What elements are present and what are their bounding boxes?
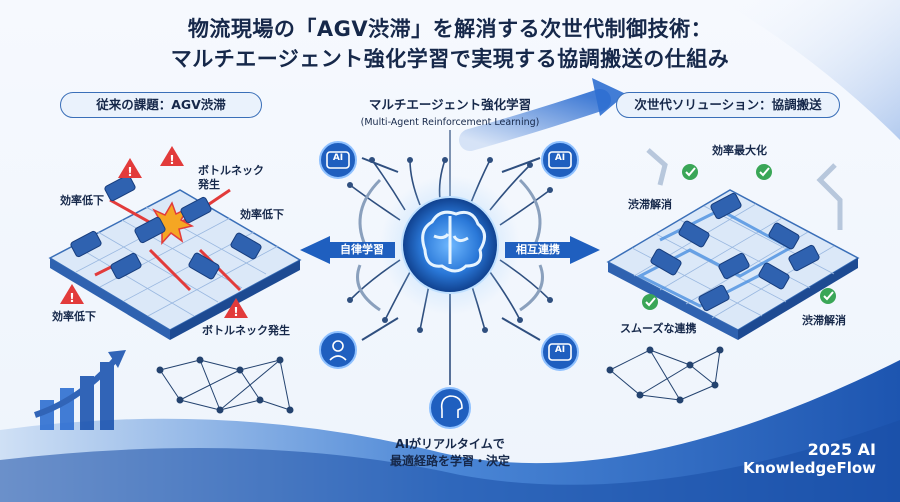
ai-badge-bottom-right-icon [541, 333, 579, 371]
label-bottleneck-1: ボトルネック 発生 [198, 164, 264, 192]
page-title: 物流現場の「AGV渋滞」を解消する次世代制御技術： マルチエージェント強化学習で… [0, 14, 900, 74]
left-panel-header: 従来の課題：AGV渋滞 [60, 92, 262, 118]
ai-badge-top-right-icon [541, 141, 579, 179]
center-title: マルチエージェント強化学習 [368, 97, 532, 112]
growth-bars-icon [34, 350, 126, 430]
ai-head-icon [429, 387, 471, 429]
svg-text:!: ! [127, 165, 132, 179]
arrow-label-mutual-coordination: 相互連携 [516, 243, 560, 256]
ai-badge-top-left-icon [319, 141, 357, 179]
label-bottleneck-2: ボトルネック発生 [202, 324, 290, 337]
bottom-caption-line2: 最適経路を学習・決定 [389, 454, 510, 468]
footer-line1: 2025 AI [807, 440, 876, 459]
label-congestion-solved-1: 渋滞解消 [628, 198, 672, 211]
check-icon [642, 164, 836, 310]
network-left-icon [156, 356, 294, 414]
center-title-group: マルチエージェント強化学習 (Multi-Agent Reinforcement… [330, 94, 570, 128]
network-right-icon [606, 346, 724, 404]
svg-text:!: ! [169, 153, 174, 167]
ai-badge-label-3: AI [554, 345, 566, 355]
ai-badge-label-1: AI [332, 153, 344, 163]
center-subtitle: (Multi-Agent Reinforcement Learning) [360, 117, 540, 128]
label-smooth-coordination: スムーズな連携 [620, 322, 697, 335]
label-bottleneck-1-line2: 発生 [198, 178, 220, 191]
label-efficiency-drop-3: 効率低下 [52, 310, 96, 323]
ai-badge-bottom-left-icon [319, 331, 357, 369]
brain-icon [421, 210, 486, 273]
label-efficiency-drop-1: 効率低下 [60, 194, 104, 207]
svg-text:!: ! [233, 305, 238, 319]
title-line-1: 物流現場の「AGV渋滞」を解消する次世代制御技術： [187, 17, 713, 41]
label-efficiency-drop-2: 効率低下 [240, 208, 284, 221]
warning-icon: ! ! ! ! [60, 146, 248, 319]
title-line-2: マルチエージェント強化学習で実現する協調搬送の仕組み [170, 47, 730, 71]
ai-badge-label-2: AI [554, 153, 566, 163]
robot-arm-icon [646, 148, 843, 230]
label-bottleneck-1-line1: ボトルネック [198, 164, 264, 177]
footer-brand: 2025 AI KnowledgeFlow [743, 440, 876, 477]
bottom-caption: AIがリアルタイムで 最適経路を学習・決定 [350, 436, 550, 470]
right-panel-header: 次世代ソリューション：協調搬送 [616, 92, 840, 118]
bottom-caption-line1: AIがリアルタイムで [395, 437, 505, 451]
arrow-label-autonomous-learning: 自律学習 [340, 243, 384, 256]
footer-line2: KnowledgeFlow [743, 459, 876, 477]
label-congestion-solved-2: 渋滞解消 [802, 314, 846, 327]
label-efficiency-max: 効率最大化 [712, 144, 767, 157]
svg-text:!: ! [69, 291, 74, 305]
